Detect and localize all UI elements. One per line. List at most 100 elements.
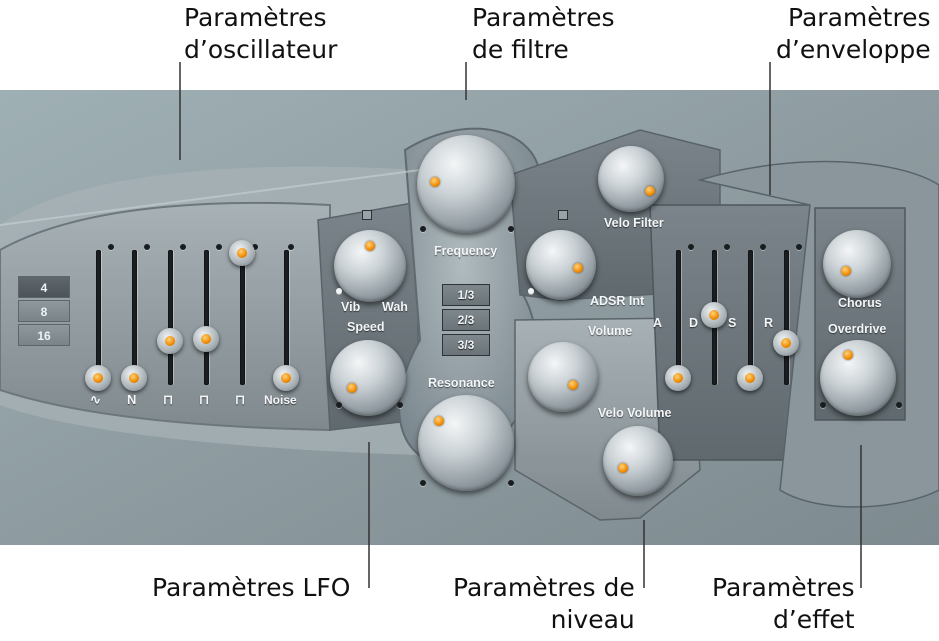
adsr-int-label: ADSR Int — [590, 294, 645, 308]
chorus-knob[interactable] — [823, 230, 891, 298]
wah-label: Wah — [382, 300, 408, 314]
knob-indicator — [430, 177, 440, 187]
callout-level-line1: Paramètres de — [453, 573, 635, 602]
slider-led — [288, 244, 294, 250]
velo-filter-label: Velo Filter — [604, 216, 664, 230]
led — [820, 402, 826, 408]
slider-thumb-sine[interactable] — [85, 365, 111, 391]
synth-panel: 4 8 16 ∿ N ⊓ ⊓ ⊓ Noise Vib Wah Speed — [0, 90, 939, 545]
octave-8-button[interactable]: 8 — [18, 300, 70, 322]
knob-indicator — [347, 383, 357, 393]
knob-indicator — [568, 380, 578, 390]
slider-track-saw — [132, 250, 137, 385]
adsr-sync-indicator — [558, 210, 568, 220]
callout-envelope-line1: Paramètres — [788, 3, 931, 32]
slider-track-noise — [284, 250, 289, 385]
callout-envelope: Paramètres d’enveloppe — [776, 2, 931, 66]
slider-track-release — [784, 250, 789, 385]
lfo-sync-indicator — [362, 210, 372, 220]
knob-indicator — [841, 266, 851, 276]
slider-thumb-decay[interactable] — [701, 302, 727, 328]
envelope-s-label: S — [728, 316, 737, 330]
callout-filter-line1: Paramètres — [472, 3, 615, 32]
resonance-label: Resonance — [428, 376, 495, 390]
slider-thumb-square[interactable] — [157, 328, 183, 354]
slider-track-sine — [96, 250, 101, 385]
slider-thumb-release[interactable] — [773, 330, 799, 356]
callout-level: Paramètres de niveau — [453, 572, 635, 636]
slider-thumb-noise[interactable] — [273, 365, 299, 391]
overdrive-knob[interactable] — [820, 340, 896, 416]
led — [508, 226, 514, 232]
filter-frequency-knob[interactable] — [417, 135, 515, 233]
callout-level-line2: niveau — [550, 605, 635, 634]
slope-2-3-button[interactable]: 2/3 — [442, 309, 490, 331]
adsr-int-knob[interactable] — [526, 230, 596, 300]
slider-led — [144, 244, 150, 250]
slider-thumb-saw[interactable] — [121, 365, 147, 391]
slider-track-pulse2 — [240, 250, 245, 385]
lfo-vib-wah-knob[interactable] — [334, 230, 406, 302]
velo-volume-knob[interactable] — [603, 426, 673, 496]
noise-label: Noise — [264, 393, 297, 407]
slider-track-pulse — [204, 250, 209, 385]
slider-led — [216, 244, 222, 250]
knob-indicator — [573, 263, 583, 273]
led — [508, 480, 514, 486]
slider-thumb-attack[interactable] — [665, 365, 691, 391]
knob-indicator — [843, 350, 853, 360]
speed-label: Speed — [347, 320, 385, 334]
octave-16-button[interactable]: 16 — [18, 324, 70, 346]
filter-resonance-knob[interactable] — [418, 395, 514, 491]
slider-led — [796, 244, 802, 250]
led — [336, 402, 342, 408]
pulse-wave-2-icon: ⊓ — [235, 392, 246, 407]
slider-led — [760, 244, 766, 250]
slider-track-sustain — [748, 250, 753, 385]
led — [397, 402, 403, 408]
slider-led — [688, 244, 694, 250]
callout-effect: Paramètres d’effet — [712, 572, 855, 636]
slider-thumb-pulse2[interactable] — [229, 240, 255, 266]
callout-lfo-line1: Paramètres LFO — [152, 573, 351, 602]
knob-indicator — [365, 241, 375, 251]
slider-led — [180, 244, 186, 250]
slider-led — [252, 244, 258, 250]
knob-indicator — [434, 416, 444, 426]
slope-3-3-button[interactable]: 3/3 — [442, 334, 490, 356]
knob-indicator — [645, 186, 655, 196]
slider-thumb-sustain[interactable] — [737, 365, 763, 391]
adsr-led — [528, 288, 534, 294]
callout-oscillator-line2: d’oscillateur — [184, 35, 338, 64]
overdrive-label: Overdrive — [828, 322, 887, 336]
sawtooth-wave-icon: N — [127, 392, 137, 407]
octave-4-button[interactable]: 4 — [18, 276, 70, 298]
frequency-label: Frequency — [434, 244, 498, 258]
envelope-d-label: D — [689, 316, 699, 330]
callout-lfo: Paramètres LFO — [152, 572, 350, 604]
volume-label: Volume — [588, 324, 633, 338]
chorus-label: Chorus — [838, 296, 882, 310]
lfo-speed-knob[interactable] — [330, 340, 406, 416]
slider-track-square — [168, 250, 173, 385]
slider-thumb-pulse[interactable] — [193, 326, 219, 352]
callout-oscillator-line1: Paramètres — [184, 3, 327, 32]
callout-filter: Paramètres de filtre — [472, 2, 615, 66]
slider-led — [108, 244, 114, 250]
knob-indicator — [618, 463, 628, 473]
slider-track-attack — [676, 250, 681, 385]
envelope-r-label: R — [764, 316, 774, 330]
slope-1-3-button[interactable]: 1/3 — [442, 284, 490, 306]
vib-label: Vib — [341, 300, 361, 314]
sine-wave-icon: ∿ — [90, 392, 101, 407]
led — [420, 480, 426, 486]
vib-led — [336, 288, 342, 294]
callout-envelope-line2: d’enveloppe — [776, 35, 931, 64]
callout-effect-line1: Paramètres — [712, 573, 855, 602]
volume-knob[interactable] — [528, 342, 598, 412]
square-wave-icon: ⊓ — [163, 392, 174, 407]
led — [896, 402, 902, 408]
velo-filter-knob[interactable] — [598, 146, 664, 212]
slider-led — [724, 244, 730, 250]
callout-effect-line2: d’effet — [772, 605, 855, 634]
